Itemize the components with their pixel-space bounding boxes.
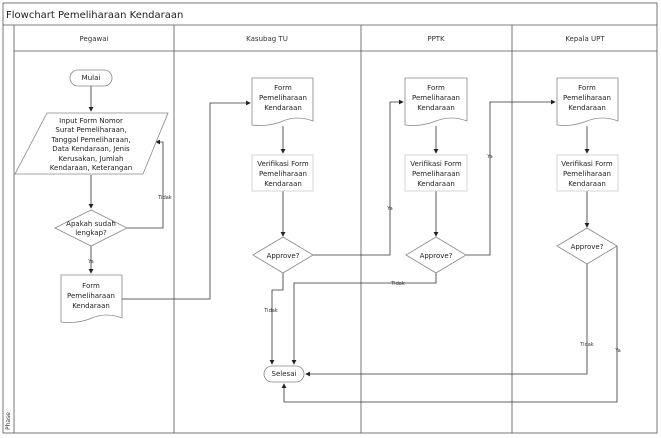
- svg-text:Mulai: Mulai: [82, 74, 101, 82]
- edge-label-ya: Ya: [486, 154, 492, 160]
- svg-text:Pemeliharaan: Pemeliharaan: [67, 292, 115, 300]
- svg-text:Kerusakan, Jumlah: Kerusakan, Jumlah: [59, 155, 124, 163]
- diagram-title: Flowchart Pemeliharaan Kendaraan: [6, 10, 183, 21]
- svg-text:Approve?: Approve?: [571, 243, 604, 251]
- svg-text:Pemeliharaan: Pemeliharaan: [259, 94, 307, 102]
- svg-text:Kendaraan: Kendaraan: [264, 180, 302, 188]
- svg-text:Form: Form: [427, 84, 445, 92]
- phase-label: Phase: [5, 412, 12, 430]
- diagram-frame: [2, 2, 658, 434]
- svg-text:Verifikasi Form: Verifikasi Form: [561, 160, 613, 168]
- approve-decision-kasubag: Approve?: [252, 236, 314, 274]
- edge-label-ya: Ya: [386, 206, 392, 212]
- end-terminator: Selesai: [263, 365, 305, 383]
- svg-text:Apakah sudah: Apakah sudah: [66, 220, 116, 228]
- svg-text:Kendaraan: Kendaraan: [568, 180, 606, 188]
- svg-text:Pemeliharaan: Pemeliharaan: [412, 170, 460, 178]
- svg-text:Pemeliharaan: Pemeliharaan: [563, 94, 611, 102]
- lane-header-kasubag: Kasubag TU: [246, 35, 288, 43]
- connectors: [88, 86, 618, 403]
- svg-text:Approve?: Approve?: [267, 252, 300, 260]
- svg-text:Form: Form: [578, 84, 596, 92]
- svg-text:Kendaraan: Kendaraan: [417, 180, 455, 188]
- svg-text:Selesai: Selesai: [272, 370, 297, 378]
- check-complete-decision: Apakah sudah lengkap?: [54, 209, 128, 247]
- svg-text:Verifikasi Form: Verifikasi Form: [257, 160, 309, 168]
- svg-text:Kendaraan: Kendaraan: [264, 104, 302, 112]
- svg-text:Data Kendaraan, Jenis: Data Kendaraan, Jenis: [52, 145, 130, 153]
- document-form-kepala-upt: Form Pemeliharaan Kendaraan: [556, 77, 619, 126]
- svg-text:Form: Form: [274, 84, 292, 92]
- document-form-pegawai: Form Pemeliharaan Kendaraan: [60, 274, 123, 323]
- verify-process-pptk: Verifikasi Form Pemeliharaan Kendaraan: [404, 154, 468, 192]
- lane-header-kepala-upt: Kepala UPT: [565, 35, 605, 43]
- svg-text:Pemeliharaan: Pemeliharaan: [412, 94, 460, 102]
- svg-text:Input Form Nomor: Input Form Nomor: [59, 117, 123, 125]
- svg-text:Kendaraan: Kendaraan: [72, 302, 110, 310]
- edge-label-tidak: Tidak: [263, 308, 278, 314]
- edge-label-ya: Ya: [614, 348, 620, 354]
- svg-text:Form: Form: [82, 282, 100, 290]
- verify-process-kasubag: Verifikasi Form Pemeliharaan Kendaraan: [251, 154, 314, 192]
- document-form-kasubag: Form Pemeliharaan Kendaraan: [251, 77, 314, 126]
- lane-header-pegawai: Pegawai: [80, 35, 109, 43]
- lane-header-pptk: PPTK: [427, 35, 445, 43]
- start-terminator: Mulai: [69, 69, 113, 87]
- svg-text:Surat Pemeliharaan,: Surat Pemeliharaan,: [55, 126, 126, 134]
- svg-text:Tanggal Pemeliharaan,: Tanggal Pemeliharaan,: [50, 136, 130, 144]
- svg-text:Kendaraan: Kendaraan: [417, 104, 455, 112]
- svg-text:Approve?: Approve?: [420, 252, 453, 260]
- svg-text:Kendaraan: Kendaraan: [568, 104, 606, 112]
- edge-label-tidak: Tidak: [390, 281, 405, 287]
- edge-label-tidak: Tidak: [157, 195, 172, 201]
- svg-text:Kendaraan, Keterangan: Kendaraan, Keterangan: [50, 164, 132, 172]
- svg-text:lengkap?: lengkap?: [75, 229, 107, 237]
- svg-text:Verifikasi Form: Verifikasi Form: [410, 160, 462, 168]
- verify-process-kepala-upt: Verifikasi Form Pemeliharaan Kendaraan: [556, 154, 619, 192]
- document-form-pptk: Form Pemeliharaan Kendaraan: [404, 77, 468, 126]
- input-parallelogram: Input Form Nomor Surat Pemeliharaan, Tan…: [14, 112, 169, 175]
- edge-label-ya: Ya: [87, 259, 93, 265]
- approve-decision-pptk: Approve?: [405, 236, 467, 274]
- edge-label-tidak: Tidak: [579, 342, 594, 348]
- approve-decision-kepala-upt: Approve?: [556, 227, 618, 265]
- svg-text:Pemeliharaan: Pemeliharaan: [259, 170, 307, 178]
- svg-text:Pemeliharaan: Pemeliharaan: [563, 170, 611, 178]
